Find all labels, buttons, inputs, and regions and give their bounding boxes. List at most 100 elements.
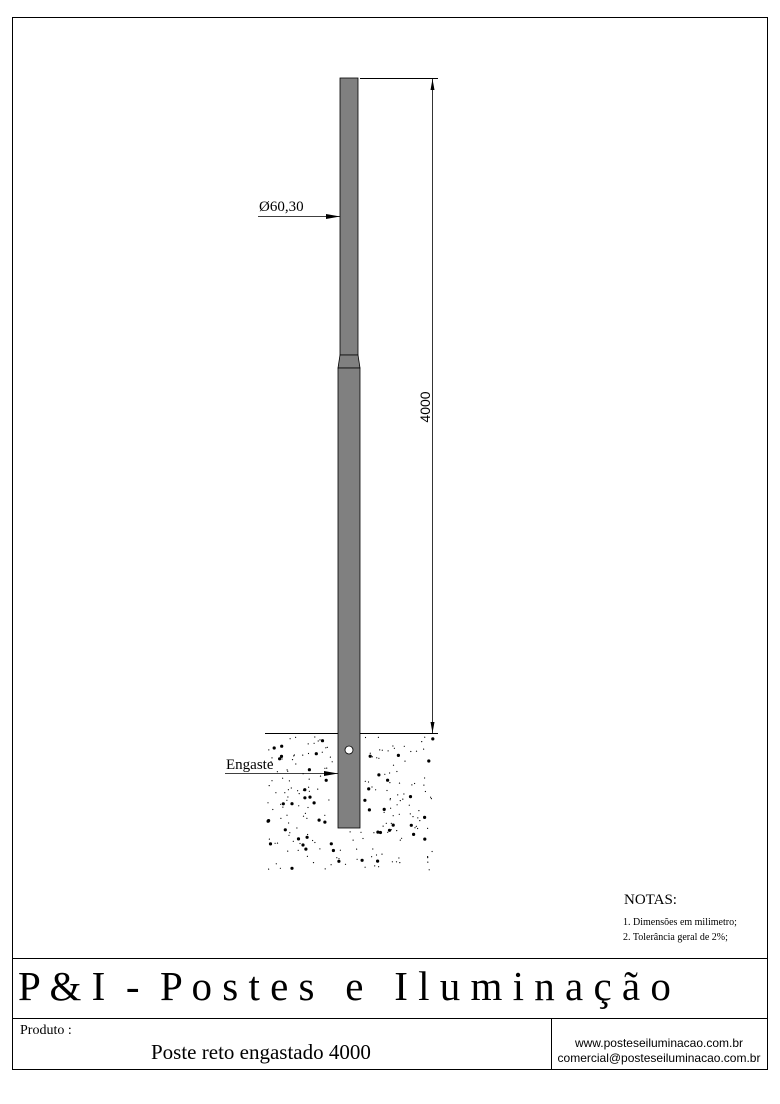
- product-name: Poste reto engastado 4000: [151, 1040, 371, 1064]
- soil-dot: [408, 804, 410, 806]
- soil-dot: [271, 780, 273, 782]
- soil-dot: [414, 827, 416, 829]
- soil-dot: [279, 754, 284, 759]
- soil-dot: [396, 753, 400, 758]
- soil-dot: [307, 768, 311, 772]
- soil-dot: [303, 788, 307, 792]
- soil-dot: [317, 740, 319, 742]
- soil-dot: [381, 853, 383, 855]
- soil-dot: [364, 736, 367, 739]
- soil-dot: [378, 830, 383, 835]
- soil-dot: [398, 813, 400, 815]
- soil-dot: [295, 763, 297, 765]
- soil-dot: [401, 837, 403, 839]
- soil-dot: [424, 790, 426, 793]
- soil-dot: [384, 773, 386, 775]
- soil-dot: [431, 737, 435, 741]
- soil-dot: [267, 802, 269, 804]
- soil-dot: [295, 736, 297, 739]
- soil-dot: [374, 865, 376, 867]
- soil-dot: [331, 848, 335, 853]
- soil-dot: [376, 859, 380, 863]
- soil-dot: [329, 842, 333, 846]
- soil-dot: [296, 827, 298, 829]
- soil-dot: [356, 858, 358, 860]
- soil-dot: [281, 758, 283, 760]
- soil-dot: [418, 810, 420, 812]
- soil-dot: [328, 799, 330, 801]
- soil-dot: [415, 750, 418, 752]
- soil-dot: [408, 795, 413, 799]
- product-label: Produto :: [20, 1023, 72, 1038]
- soil-dot: [427, 861, 429, 863]
- soil-dot: [371, 756, 373, 758]
- arrowhead-top: [430, 79, 435, 90]
- soil-dot: [402, 798, 404, 800]
- soil-dot: [293, 755, 295, 757]
- soil-dot: [308, 786, 310, 788]
- soil-dot: [290, 866, 294, 870]
- soil-dot: [360, 858, 364, 862]
- soil-dot: [404, 760, 406, 762]
- soil-dot: [304, 812, 306, 815]
- website-link[interactable]: www.posteseiluminacao.com.br: [574, 1036, 744, 1050]
- soil-dot: [399, 839, 401, 841]
- soil-dot: [313, 742, 315, 744]
- soil-dot: [312, 801, 316, 805]
- email-link[interactable]: comercial@posteseiluminacao.com.br: [557, 1051, 761, 1065]
- soil-dot: [427, 827, 429, 830]
- soil-dot: [308, 790, 310, 792]
- soil-dot: [331, 761, 333, 763]
- note-item: 2. Tolerância geral de 2%;: [623, 932, 728, 943]
- soil-dot: [275, 792, 277, 794]
- soil-dot: [268, 785, 270, 787]
- soil-dot: [414, 782, 416, 785]
- soil-dot: [403, 745, 405, 747]
- soil-dot: [398, 782, 401, 784]
- engaste-label: Engaste: [226, 757, 274, 773]
- soil-dot: [375, 789, 377, 791]
- soil-dot: [280, 744, 284, 748]
- soil-dot: [268, 842, 273, 846]
- soil-dot: [307, 806, 309, 809]
- height-label: 4000: [417, 391, 433, 423]
- soil-dot: [319, 775, 322, 777]
- notes-title: NOTAS:: [624, 892, 677, 908]
- soil-dot: [302, 815, 305, 817]
- note-item: 1. Dimensões em milimetro;: [623, 917, 737, 928]
- soil-dot: [297, 849, 299, 852]
- soil-dot: [392, 815, 394, 817]
- soil-dot: [368, 754, 372, 758]
- soil-dot: [344, 863, 347, 865]
- soil-dot: [291, 759, 294, 761]
- soil-dot: [392, 764, 395, 766]
- soil-dot: [286, 814, 288, 816]
- soil-dot: [423, 837, 427, 841]
- soil-dot: [372, 848, 374, 850]
- soil-dot: [367, 781, 370, 783]
- soil-dot: [275, 863, 277, 865]
- soil-dot: [356, 848, 358, 850]
- soil-dot: [312, 839, 314, 842]
- soil-dot: [330, 864, 332, 866]
- soil-dot: [430, 798, 432, 800]
- soil-dot: [385, 822, 387, 824]
- sheet-border: [12, 17, 768, 1070]
- soil-dot: [417, 827, 419, 830]
- soil-dot: [382, 825, 384, 827]
- soil-dot: [391, 823, 395, 827]
- pole-lower-section: [337, 367, 361, 829]
- soil-dot: [412, 816, 414, 818]
- soil-dot: [397, 794, 399, 796]
- soil-dot: [282, 806, 284, 808]
- soil-dot: [323, 820, 327, 824]
- soil-dot: [412, 832, 416, 837]
- soil-dot: [411, 784, 413, 786]
- soil-dot: [389, 798, 391, 800]
- soil-dot: [424, 777, 426, 779]
- soil-dot: [298, 805, 300, 807]
- soil-dot: [423, 815, 427, 820]
- arrowhead-bottom: [430, 722, 435, 733]
- soil-dot: [337, 859, 341, 863]
